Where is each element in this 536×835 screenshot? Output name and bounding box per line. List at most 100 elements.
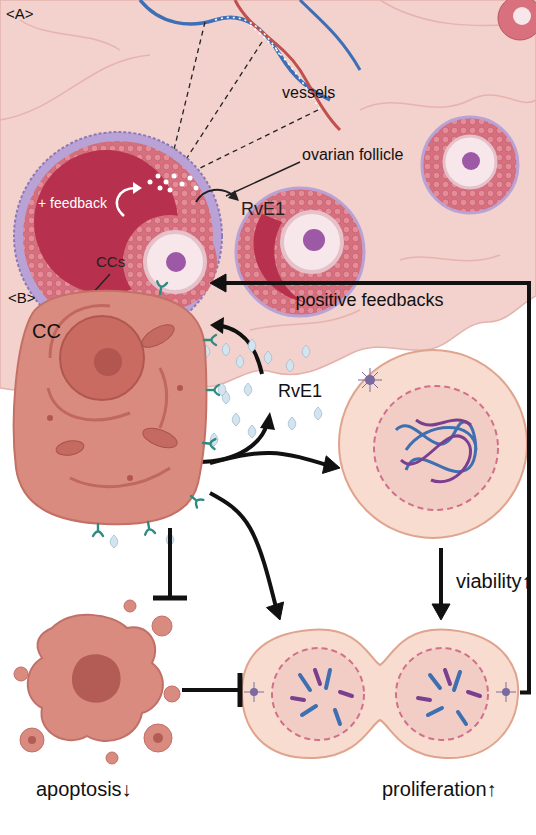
art-use [244, 383, 252, 396]
art-path [226, 162, 300, 196]
art-circle [188, 176, 193, 181]
art-circle [144, 724, 172, 752]
art-use [302, 345, 310, 358]
arrowhead [322, 456, 340, 474]
art-use [314, 407, 322, 420]
art-path [72, 654, 121, 702]
art-circle [158, 186, 163, 191]
art-use [286, 359, 294, 372]
art-circle [124, 600, 136, 612]
cell-node: viability↑ [336, 340, 530, 548]
art-circle [152, 616, 172, 636]
art-circle [180, 182, 185, 187]
cell-shape [336, 340, 530, 548]
art-path [358, 368, 382, 392]
part-label: CCs [96, 254, 125, 271]
cell-label: CC [32, 320, 61, 342]
art-path [300, 0, 360, 70]
art-path [222, 326, 262, 374]
art-circle [164, 686, 180, 702]
art-circle [166, 252, 186, 272]
art-circle [194, 186, 199, 191]
art-path [292, 670, 480, 700]
art-use [218, 383, 226, 396]
cell-shape [10, 278, 210, 528]
art-circle [374, 386, 498, 510]
art-circle [20, 728, 44, 752]
loop-label: + feedback [38, 196, 107, 211]
stimulation-arrow [210, 453, 328, 466]
art-circle [339, 350, 527, 538]
art-circle [462, 152, 480, 170]
art-circle [177, 385, 183, 391]
art-path [244, 682, 516, 702]
art-circle [303, 229, 325, 251]
art-use [143, 521, 155, 535]
art-path [14, 291, 207, 525]
art-ellipse [140, 424, 179, 451]
art-ellipse [138, 320, 177, 352]
art-use [236, 355, 244, 368]
panel-letter: <A> [6, 6, 34, 23]
part-label: vessels [282, 84, 335, 102]
art-g [148, 174, 199, 193]
art-circle [172, 174, 177, 179]
secretion-arrowheads [210, 317, 275, 430]
art-use [288, 417, 296, 430]
art-path [0, 0, 536, 330]
cell-shape [12, 598, 182, 766]
cell-node: proliferation↑ [240, 620, 520, 765]
cell-label: viability↑ [456, 570, 532, 592]
art-circle [106, 752, 118, 764]
art-use [203, 438, 216, 449]
art-circle [164, 180, 169, 185]
molecule-label: RvE1 [241, 200, 285, 220]
art-use [264, 351, 272, 364]
art-path [401, 420, 471, 482]
art-path [235, 0, 340, 130]
art-path [198, 424, 267, 462]
art-use [222, 343, 230, 356]
stimulation-arrow [210, 493, 276, 609]
art-path [228, 190, 239, 201]
art-circle [148, 180, 153, 185]
art-circle [14, 667, 28, 681]
art-circle [127, 475, 133, 481]
art-circle [145, 232, 205, 292]
art-circle [498, 0, 536, 40]
edge-label: positive feedbacks [295, 291, 443, 311]
art-g [170, 283, 529, 693]
arrowhead [210, 274, 226, 292]
small-follicle [422, 117, 518, 213]
art-circle [156, 174, 161, 179]
inhibition-line [182, 688, 240, 692]
art-path [260, 412, 275, 430]
art-path [171, 22, 205, 162]
art-use [248, 425, 256, 438]
art-circle [168, 188, 173, 193]
art-path [242, 630, 518, 759]
art-circle [94, 348, 122, 376]
art-use [110, 535, 118, 548]
art-path [183, 42, 262, 164]
art-use [207, 385, 219, 395]
part-label: ovarian follicle [302, 146, 403, 164]
cell-label: proliferation↑ [382, 778, 497, 800]
arrowhead [266, 602, 283, 620]
art-path [133, 182, 142, 194]
art-ellipse [55, 439, 85, 458]
art-use [155, 281, 167, 295]
art-use [248, 339, 256, 352]
stimulation-arrow [222, 283, 529, 693]
arrowhead [432, 604, 450, 620]
art-circle [422, 117, 518, 213]
art-use [232, 413, 240, 426]
cell-node: apoptosis↓ [12, 598, 182, 766]
molecule-label: RvE1 [278, 382, 322, 402]
secretion-arrows [198, 326, 267, 462]
art-circle [28, 736, 36, 744]
art-circle [282, 212, 342, 272]
art-use [166, 533, 174, 546]
